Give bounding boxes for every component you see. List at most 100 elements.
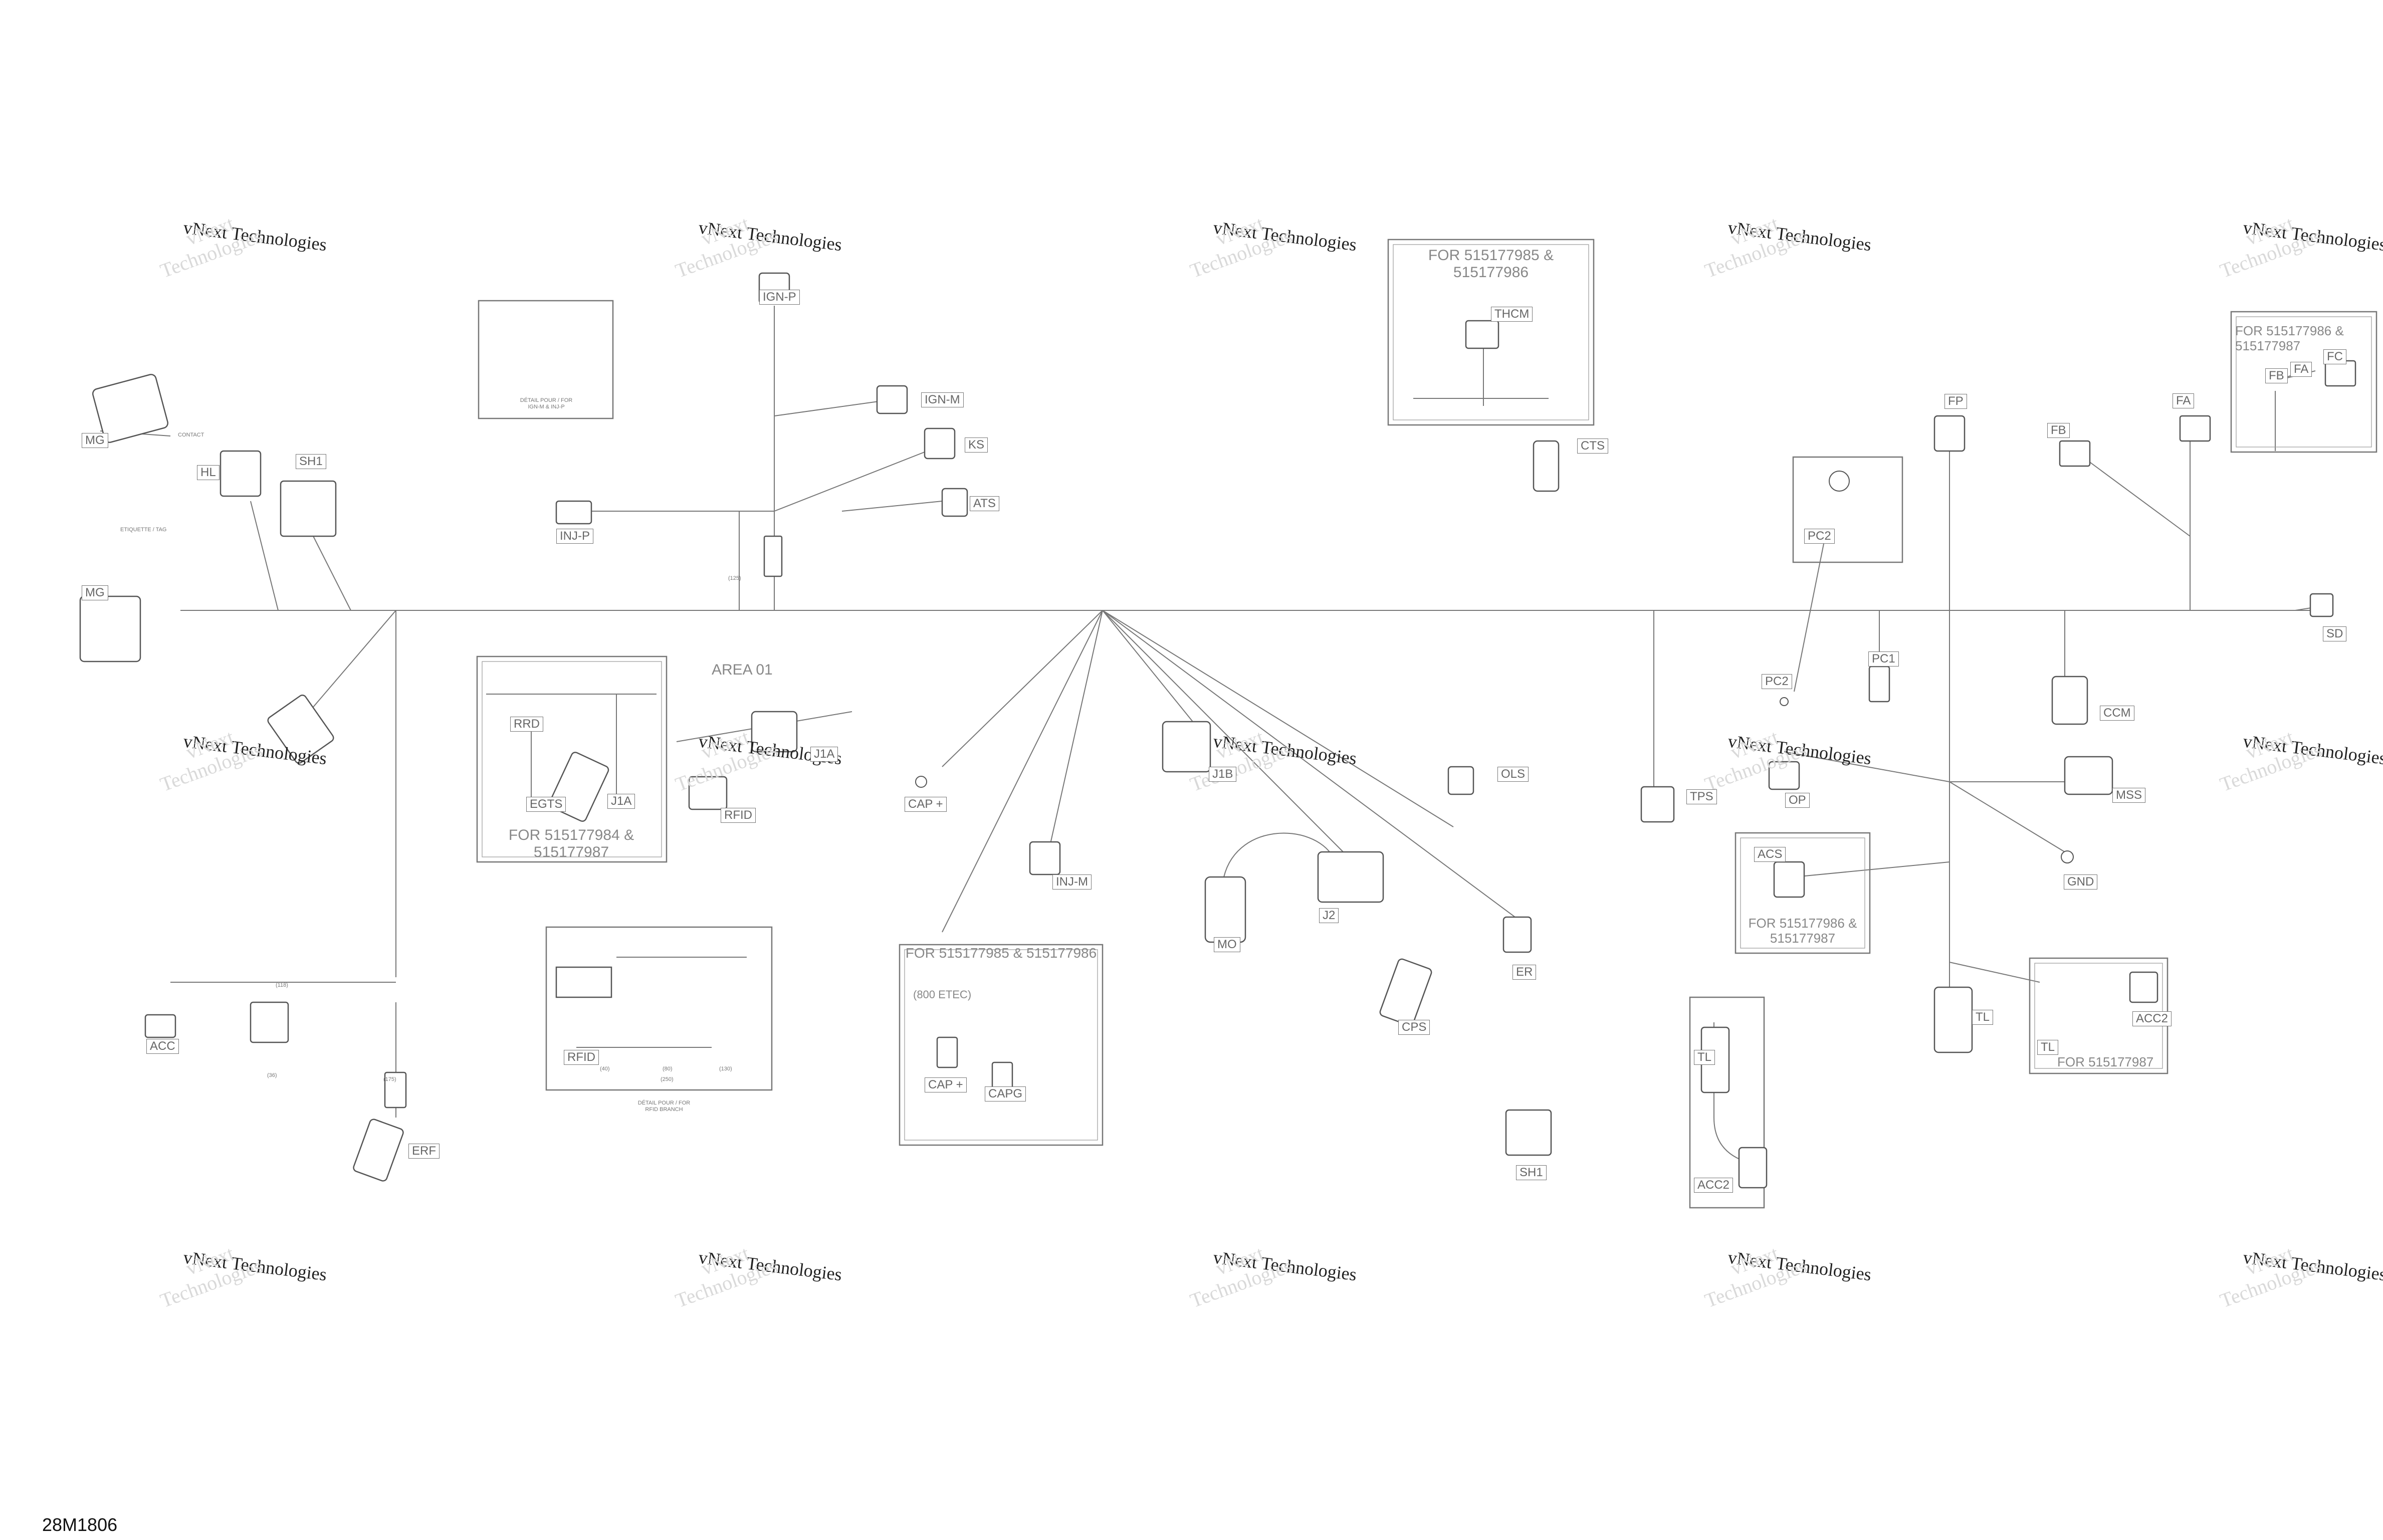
fa-connector-body <box>2179 415 2211 442</box>
acc-connector-body <box>144 1014 176 1038</box>
note-etiquette: ETIQUETTE / TAG <box>120 527 167 533</box>
cap-box-title: FOR 515177985 & 515177986 <box>905 945 1097 961</box>
wire-gnd <box>1949 781 2065 852</box>
drawing-id: 28M1806 <box>42 1514 118 1535</box>
connector-label-acc: ACC <box>146 1039 179 1054</box>
connector-label-erf: ERF <box>408 1144 440 1159</box>
connector-label-mg-top: MG <box>82 433 108 448</box>
connector-label-j1a-inset: J1A <box>607 794 635 809</box>
acs-box <box>1735 832 1871 954</box>
cts-connector-body <box>1533 440 1560 492</box>
connector-label-fp: FP <box>1944 394 1967 409</box>
cps-connector-body <box>1379 958 1432 1026</box>
egts-box-title: FOR 515177984 & 515177987 <box>508 827 634 860</box>
wire-acs <box>1794 861 1950 877</box>
note-contact: CONTACT <box>178 432 204 438</box>
note-dim-175: (175) <box>383 1076 396 1082</box>
egts-box <box>476 655 668 863</box>
egts-box-inner <box>482 661 662 857</box>
note-dim-80: (80) <box>663 1066 673 1072</box>
hl-connector-body <box>220 450 262 497</box>
wire-center-5 <box>1102 610 1364 872</box>
mss-connector-body <box>2064 756 2113 795</box>
wire-tl <box>1949 962 2040 983</box>
pc2-lower-ring <box>1780 697 1789 706</box>
ats-connector-body <box>941 488 968 517</box>
connector-label-tl: TL <box>1972 1010 1994 1025</box>
connector-label-rfid: RFID <box>721 808 756 823</box>
connector-label-j2: J2 <box>1319 908 1339 923</box>
er-connector-body <box>1502 916 1532 953</box>
note-dim-118: (118) <box>276 982 288 988</box>
connector-label-hl: HL <box>197 465 220 480</box>
thcm-connector-body <box>1465 320 1499 349</box>
tps-connector-body <box>1640 786 1675 823</box>
sd-connector-body <box>2309 593 2334 617</box>
rfid-connector-body <box>688 776 728 810</box>
area01-title: AREA 01 <box>712 662 773 678</box>
connector-label-thcm: THCM <box>1491 307 1533 322</box>
tl-lower-box <box>1689 996 1765 1209</box>
acs-box-title: FOR 515177986 & 515177987 <box>1748 916 1857 946</box>
note-dim-130: (130) <box>719 1066 732 1072</box>
pc2-ring <box>1829 471 1850 492</box>
op-connector-body <box>1768 761 1800 790</box>
note-dim-40: (40) <box>600 1066 610 1072</box>
wire-center-7 <box>1102 610 1529 928</box>
wire-op <box>1784 751 1950 782</box>
connector-label-rrd: RRD <box>510 717 543 732</box>
connector-label-mo: MO <box>1214 937 1240 952</box>
cap-box-inner <box>904 949 1098 1141</box>
cap-plus-inset-body <box>936 1036 958 1068</box>
cap-box-subtitle: (800 ETEC) <box>913 988 972 1001</box>
wire-sh1 <box>310 531 351 611</box>
connector-label-ign-p: IGN-P <box>759 290 800 305</box>
j2-connector-body <box>1317 851 1384 903</box>
connector-label-fa-inset: FA <box>2290 362 2312 377</box>
ols-connector-body <box>1447 766 1474 795</box>
sh1-connector-body <box>280 480 337 537</box>
wire-fb <box>2074 451 2191 537</box>
connector-label-tl-inset: TL <box>2037 1040 2059 1055</box>
connector-label-fa: FA <box>2173 393 2195 408</box>
connector-label-er: ER <box>1512 965 1537 980</box>
ks-connector-body <box>924 427 956 460</box>
fb-box-inner <box>2236 316 2372 448</box>
connector-label-tl-right: TL <box>1694 1050 1715 1065</box>
connector-label-inj-m: INJ-M <box>1052 874 1092 890</box>
mg-top-connector-body <box>92 374 169 443</box>
connector-label-mss: MSS <box>2112 788 2146 803</box>
connector-label-gnd: GND <box>2064 874 2098 890</box>
rfid-detail-sectional <box>555 966 612 998</box>
connector-label-tps: TPS <box>1686 789 1717 804</box>
wire-mo-j2-loop <box>1222 832 1334 883</box>
connector-label-sd: SD <box>2323 626 2347 641</box>
connector-label-pc2: PC2 <box>1804 529 1835 544</box>
wire-center-2 <box>942 610 1103 933</box>
mg-main-connector-body <box>79 595 141 663</box>
connector-label-pc1: PC1 <box>1868 651 1899 667</box>
wire-left-diag <box>300 610 396 722</box>
note-dim-36: (36) <box>267 1072 277 1078</box>
connector-label-j1a: J1A <box>810 747 838 762</box>
connector-label-j1b: J1B <box>1209 767 1237 782</box>
acc2-inset-connector-body <box>1738 1147 1768 1189</box>
fb-connector-body <box>2059 440 2091 467</box>
acs-connector-body <box>1773 861 1805 898</box>
connector-label-cap-plus-inset: CAP + <box>925 1077 967 1092</box>
connector-label-mg-main: MG <box>82 585 108 600</box>
wire-ign-m <box>774 400 883 416</box>
wire-center-3 <box>1047 610 1103 857</box>
inj-p-connector-body <box>555 500 592 525</box>
cap-plus-ring <box>915 776 927 788</box>
tl-connector-body <box>1933 986 1973 1053</box>
connector-label-ols: OLS <box>1497 767 1529 782</box>
wire-center-4 <box>1102 610 1193 722</box>
connector-label-inj-p: INJ-P <box>556 529 593 544</box>
connector-label-op: OP <box>1785 793 1810 808</box>
pc1-connector-body <box>1868 666 1890 703</box>
note-detail-ign: DÉTAIL POUR / FOR IGN-M & INJ-P <box>520 397 573 410</box>
inj-m-connector-body <box>1029 841 1061 875</box>
note-detail-rfid: DÉTAIL POUR / FOR RFID BRANCH <box>637 1100 691 1113</box>
mo-connector-body <box>1204 876 1246 943</box>
